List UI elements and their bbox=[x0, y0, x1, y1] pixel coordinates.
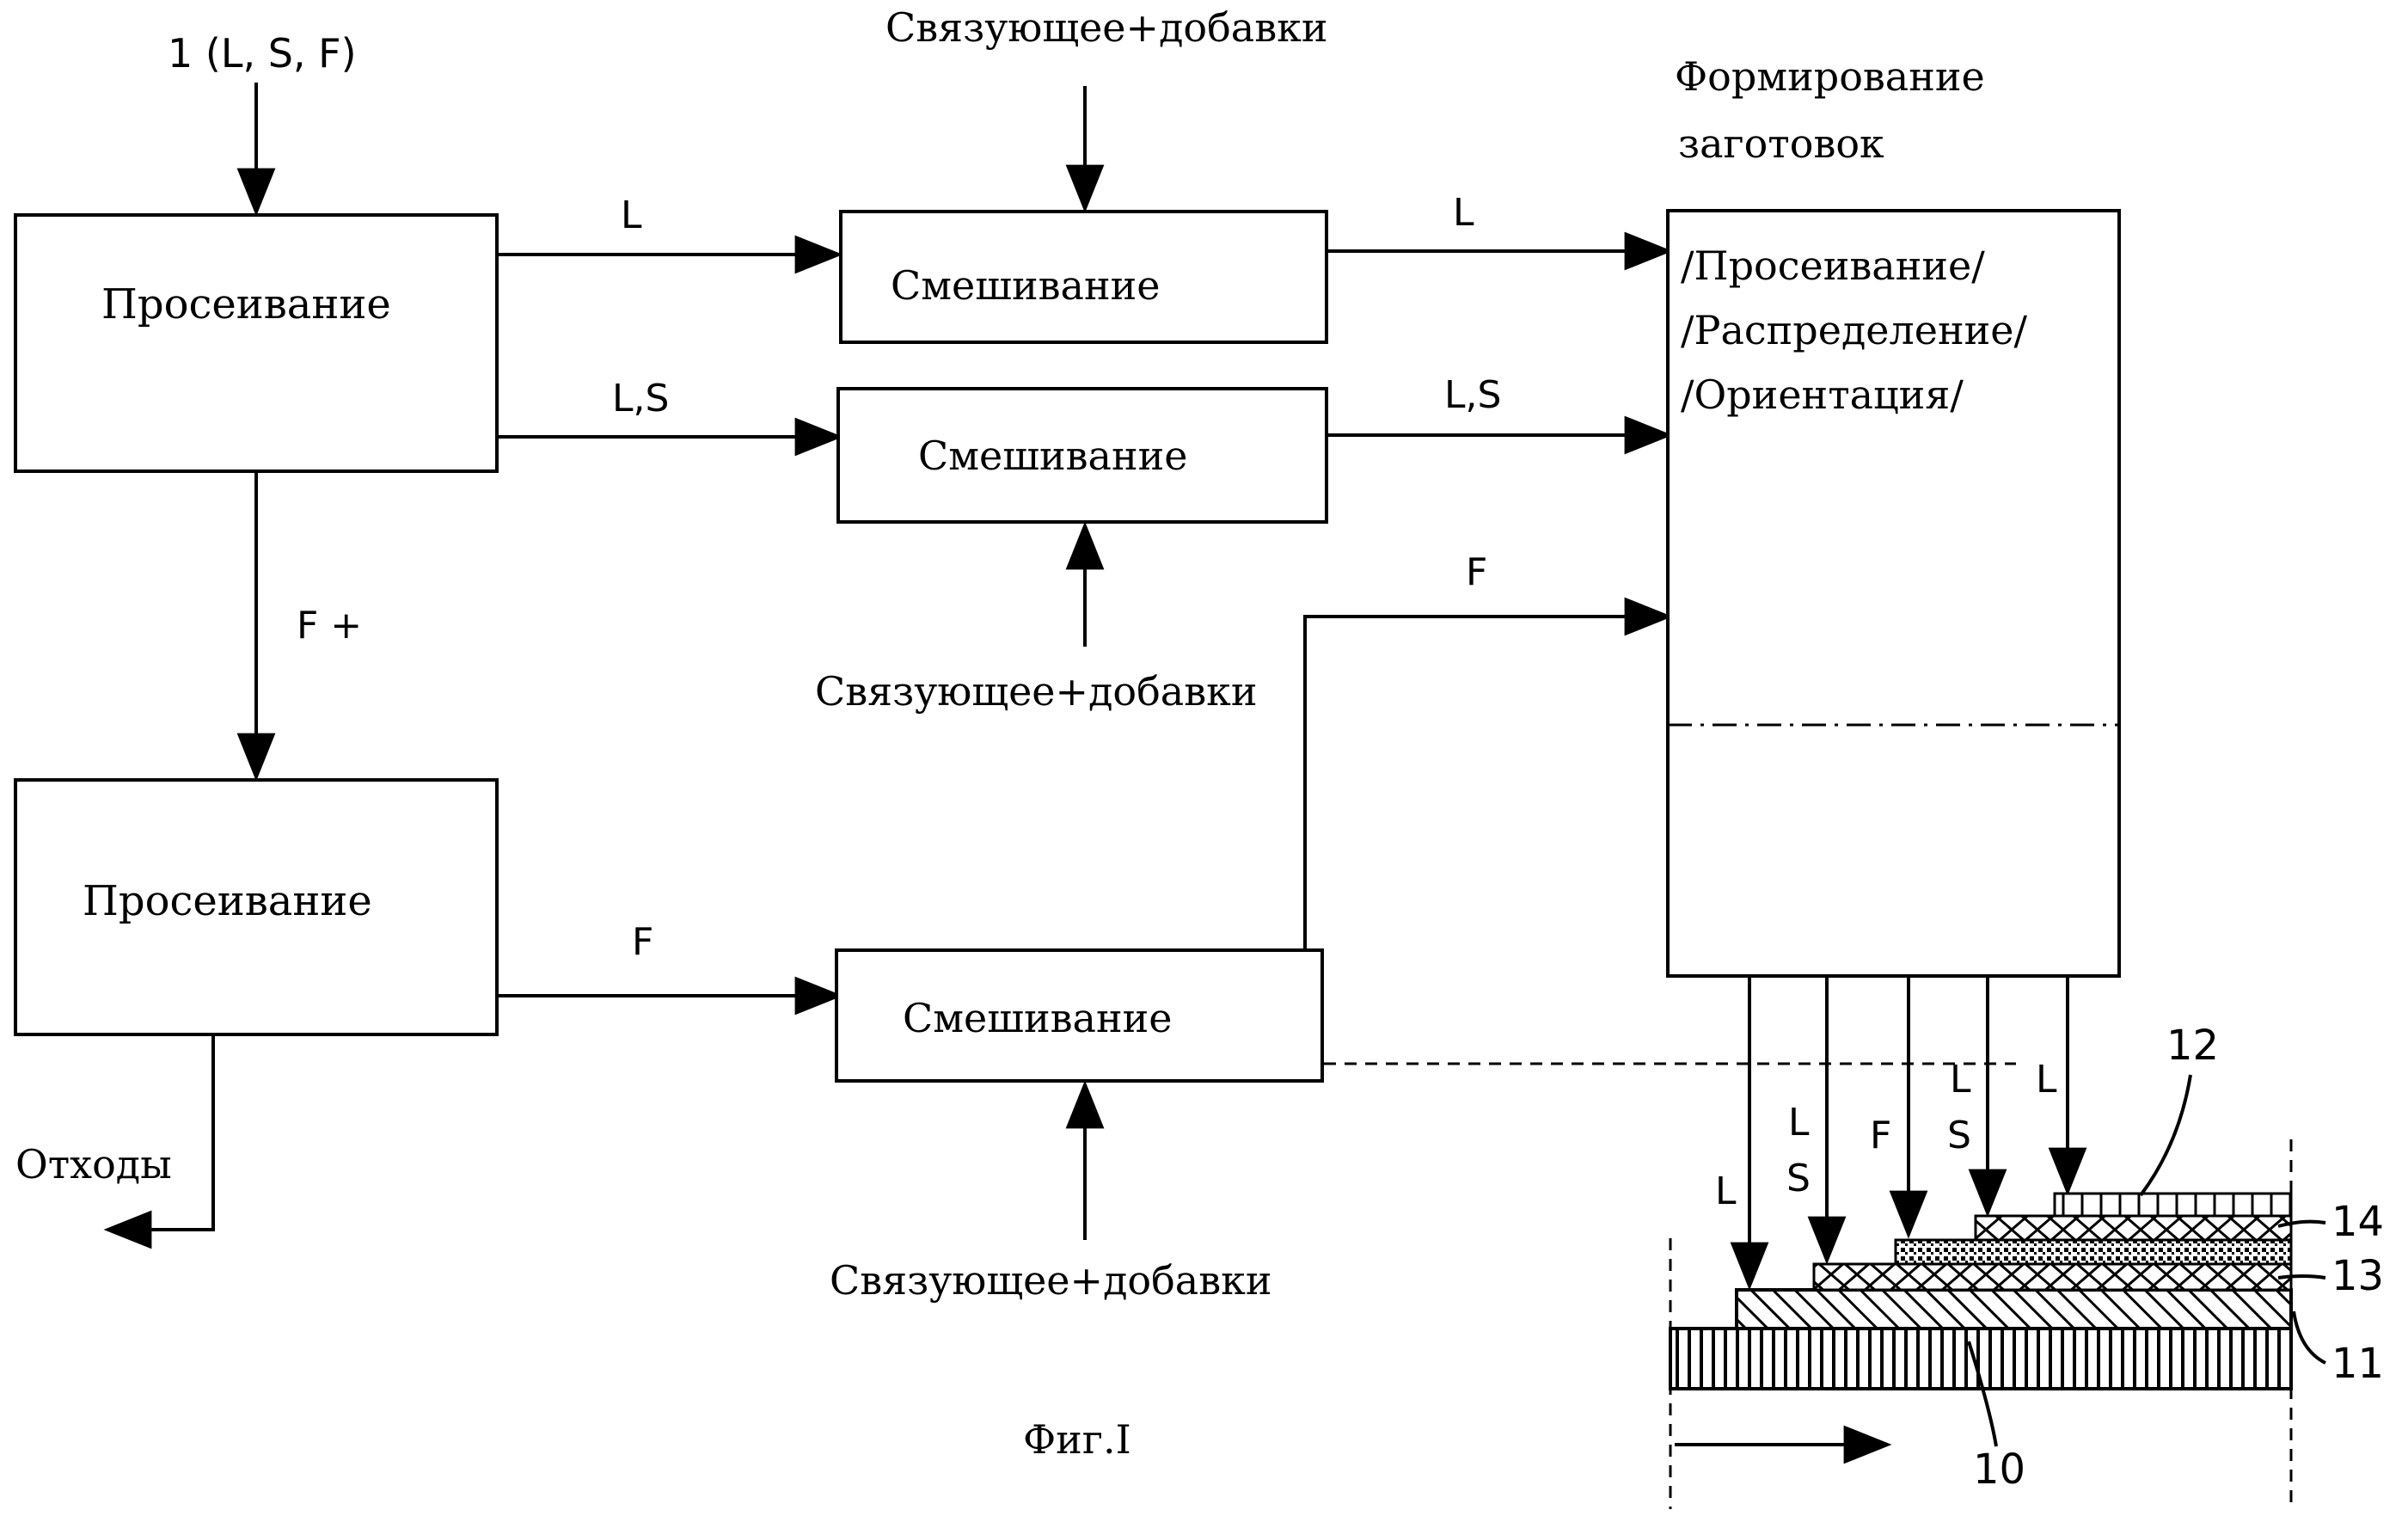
forming-step-1: /Просеивание/ bbox=[1681, 242, 1985, 289]
layer-14 bbox=[1976, 1216, 2291, 1240]
forming-title-line2: заготовок bbox=[1678, 120, 1884, 167]
layer-11 bbox=[1737, 1290, 2291, 1329]
layer-number-12: 12 bbox=[2166, 1022, 2219, 1070]
layer-13 bbox=[1814, 1264, 2291, 1290]
forming-title-line1: Формирование bbox=[1675, 53, 1985, 100]
binder-bottom-label: Связующее+добавки bbox=[830, 1257, 1272, 1304]
layer-number-14: 14 bbox=[2331, 1198, 2384, 1246]
arrow-label-mix3-out: F bbox=[1466, 550, 1487, 594]
sieve-box-2-label: Просеивание bbox=[83, 877, 372, 925]
arrow-label-fplus: F + bbox=[297, 604, 362, 648]
arrow-label-f-to-mix3: F bbox=[632, 920, 653, 964]
drop-label-1: L bbox=[1715, 1169, 1737, 1213]
layer-number-10: 10 bbox=[1973, 1445, 2025, 1494]
layer-number-11: 11 bbox=[2331, 1340, 2384, 1388]
mix-box-3-label: Смешивание bbox=[903, 995, 1173, 1041]
figure-caption: Фиг.I bbox=[1023, 1416, 1131, 1463]
mix-box-1-label: Смешивание bbox=[891, 262, 1161, 309]
layer-fine bbox=[1896, 1240, 2291, 1264]
leader-12 bbox=[2141, 1075, 2190, 1195]
sieve-box-1-label: Просеивание bbox=[101, 280, 391, 328]
waste-line bbox=[112, 1034, 213, 1230]
drop-label-2a: L bbox=[1788, 1101, 1810, 1145]
drop-label-5: L bbox=[2036, 1058, 2057, 1102]
forming-step-2: /Распределение/ bbox=[1681, 307, 2027, 353]
drop-label-4b: S bbox=[1947, 1114, 1971, 1157]
arrow-label-ls-to-mix2: L,S bbox=[612, 377, 669, 420]
arrow-mix3-out bbox=[1305, 617, 1668, 950]
sieve-box-1 bbox=[15, 215, 497, 471]
layer-12 bbox=[2055, 1194, 2291, 1216]
mix-box-2-label: Смешивание bbox=[918, 433, 1188, 479]
leader-11 bbox=[2294, 1311, 2325, 1363]
drop-label-3: F bbox=[1870, 1114, 1891, 1157]
leader-13 bbox=[2278, 1276, 2325, 1278]
layer-number-13: 13 bbox=[2331, 1252, 2384, 1300]
arrow-label-mix2-out: L,S bbox=[1444, 373, 1501, 417]
waste-label: Отходы bbox=[15, 1141, 172, 1188]
arrow-label-l-to-mix1: L bbox=[621, 193, 642, 237]
arrow-label-mix1-out: L bbox=[1453, 191, 1474, 235]
binder-middle-label: Связующее+добавки bbox=[815, 668, 1258, 715]
input-label: 1 (L, S, F) bbox=[168, 30, 357, 77]
drop-label-2b: S bbox=[1786, 1157, 1811, 1200]
binder-top-label: Связующее+добавки bbox=[885, 4, 1328, 51]
forming-step-3: /Ориентация/ bbox=[1681, 371, 1964, 418]
drop-label-4a: L bbox=[1950, 1058, 1971, 1102]
